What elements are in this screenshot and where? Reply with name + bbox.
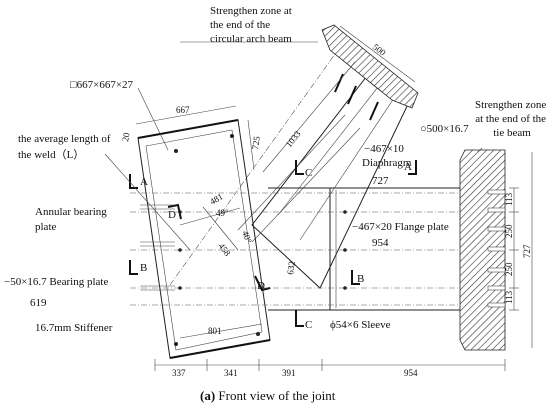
tie-strengthen-zone xyxy=(459,149,506,351)
dim-954-bottom: 954 xyxy=(404,368,418,378)
dim-727-top: 727 xyxy=(372,175,389,187)
label-annular-plate: Annular bearing plate xyxy=(35,206,110,233)
section-mark-d-bottom: D xyxy=(257,280,265,292)
dim-1033: 1033 xyxy=(284,128,303,149)
dim-500-line xyxy=(339,25,416,83)
dim-113-bottom: 113 xyxy=(504,290,514,304)
label-strengthen-arch: Strengthen zone at the end of the circul… xyxy=(210,5,295,45)
label-weld-length: the average length of the weld（L） xyxy=(18,133,113,161)
section-mark-a-left: A xyxy=(140,176,148,188)
label-box-section: □667×667×27 xyxy=(70,79,134,91)
label-diaphragm: Diaphragm xyxy=(362,157,412,169)
dim-458: 458 xyxy=(216,241,232,258)
box-section xyxy=(137,119,271,359)
label-sleeve: ϕ54×6 Sleeve xyxy=(330,319,391,331)
angle-49: 49° xyxy=(216,208,229,218)
dim-500: 500 xyxy=(371,42,388,58)
dim-725: 725 xyxy=(250,135,262,150)
dim-667: 667 xyxy=(176,105,190,115)
dim-250-bottom: 250 xyxy=(504,262,514,276)
dim-954-mid: 954 xyxy=(372,237,389,249)
dim-801: 801 xyxy=(208,326,222,336)
dim-619: 619 xyxy=(30,297,47,309)
label-flange-plate: −467×20 Flange plate xyxy=(352,221,449,233)
figure-caption: (a) Front view of the joint xyxy=(200,388,336,403)
label-stiffener: 16.7mm Stiffener xyxy=(35,322,113,334)
section-mark-a-right: A xyxy=(404,161,412,173)
section-mark-c-bottom: C xyxy=(305,319,312,331)
label-circle-section: ○500×16.7 xyxy=(420,123,469,135)
label-strengthen-tie: Strengthen zone at the end of the tie be… xyxy=(475,99,549,139)
dim-341: 341 xyxy=(224,368,238,378)
angle-40: 40° xyxy=(240,229,254,245)
tie-beam xyxy=(130,187,490,311)
section-mark-c-top: C xyxy=(305,167,312,179)
section-mark-b-right: B xyxy=(357,273,364,285)
dim-391: 391 xyxy=(282,368,296,378)
dim-20: 20 xyxy=(120,131,131,142)
section-mark-d-top: D xyxy=(168,209,176,221)
bottom-dimension-chain xyxy=(154,359,506,371)
dim-632: 632 xyxy=(285,261,297,276)
dim-113-top: 113 xyxy=(504,192,514,206)
dim-481: 481 xyxy=(208,191,225,206)
dim-337: 337 xyxy=(172,368,186,378)
dim-250-top: 250 xyxy=(504,224,514,238)
label-bearing-plate: −50×16.7 Bearing plate xyxy=(4,276,108,288)
arch-strengthen-zone xyxy=(321,24,419,109)
dim-727-right: 727 xyxy=(522,244,532,258)
label-diaphragm-spec: −467×10 xyxy=(364,143,404,155)
section-mark-b-left: B xyxy=(140,262,147,274)
